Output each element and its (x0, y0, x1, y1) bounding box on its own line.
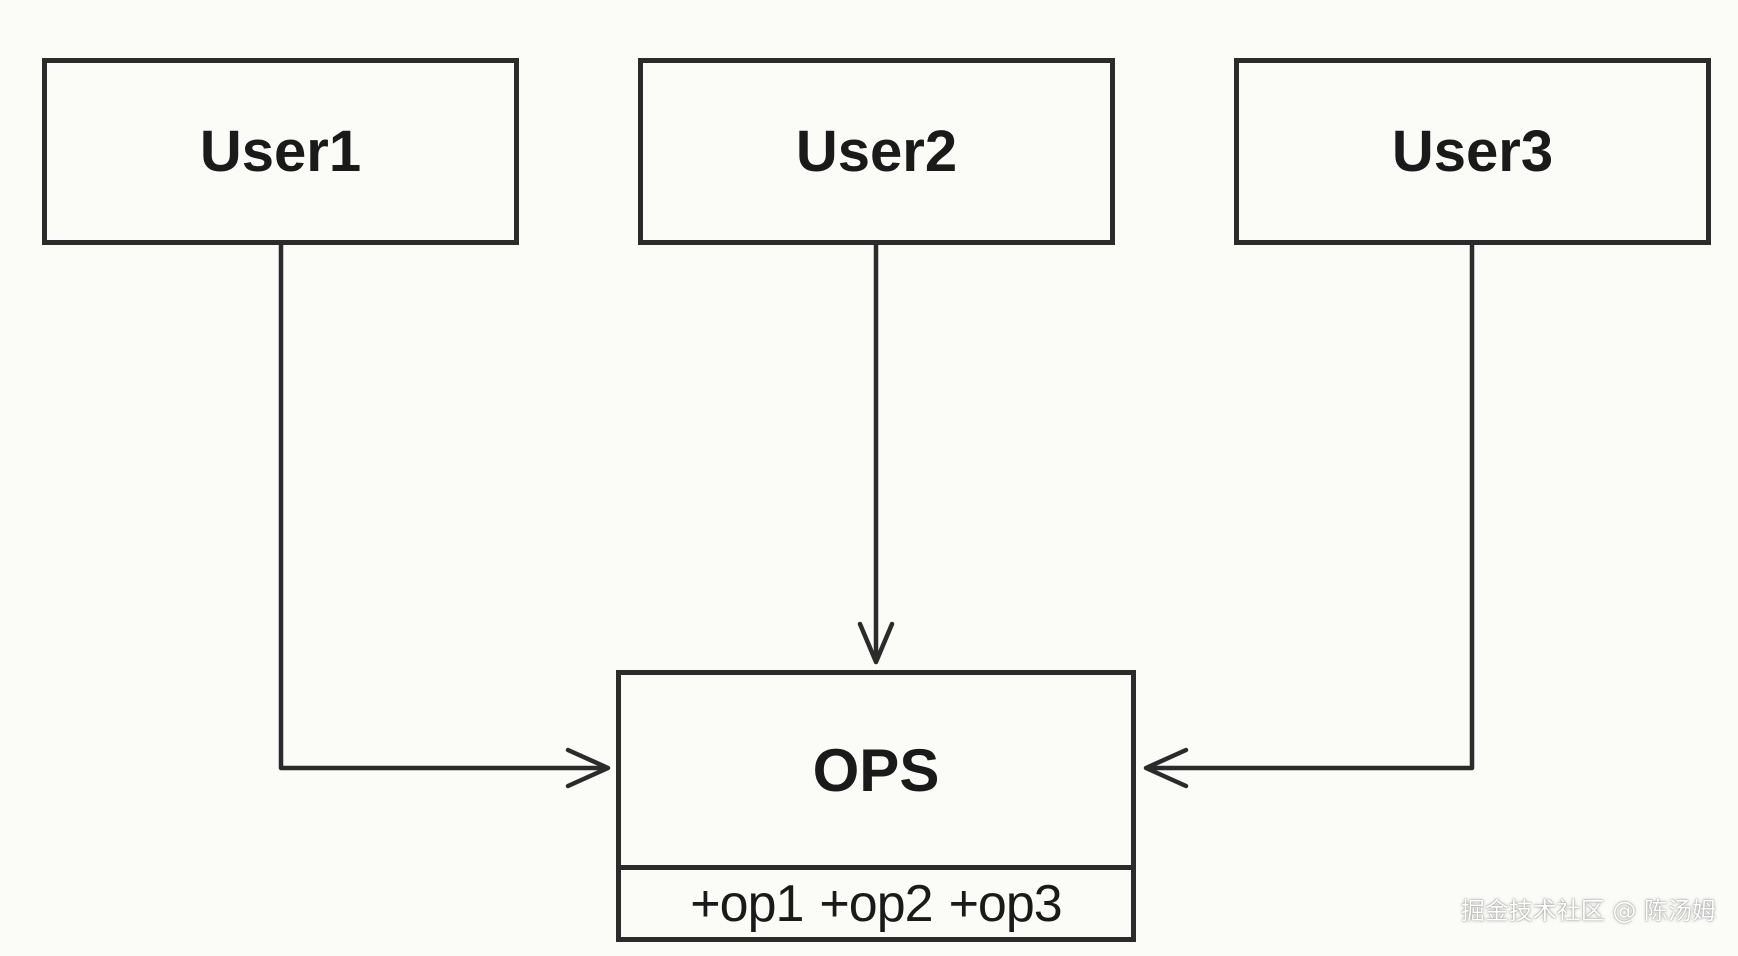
operation-op1: +op1 (690, 874, 804, 933)
arrowhead-user2 (857, 621, 895, 665)
user2-box: User2 (638, 58, 1115, 245)
connector-user1-to-ops (278, 242, 607, 771)
watermark: 掘金技术社区 @ 陈汤姆 (1460, 897, 1716, 925)
operation-op3: +op3 (948, 874, 1063, 933)
ops-operations-compartment: +op1 +op2 +op3 (621, 870, 1131, 937)
ops-name-label: OPS (812, 736, 940, 804)
ops-compartment-divider (621, 865, 1131, 870)
ops-class-name: OPS (621, 675, 1131, 865)
arrowhead-user1 (565, 747, 611, 789)
user1-box: User1 (42, 58, 519, 245)
user3-label: User3 (1391, 119, 1554, 184)
connector-user3-to-ops (1147, 242, 1475, 771)
user1-label: User1 (199, 119, 362, 184)
user2-label: User2 (795, 119, 958, 184)
arrowhead-user3 (1143, 747, 1189, 789)
operation-op2: +op2 (819, 874, 933, 933)
user3-box: User3 (1234, 58, 1711, 245)
ops-class-box: OPS +op1 +op2 +op3 (616, 670, 1136, 942)
